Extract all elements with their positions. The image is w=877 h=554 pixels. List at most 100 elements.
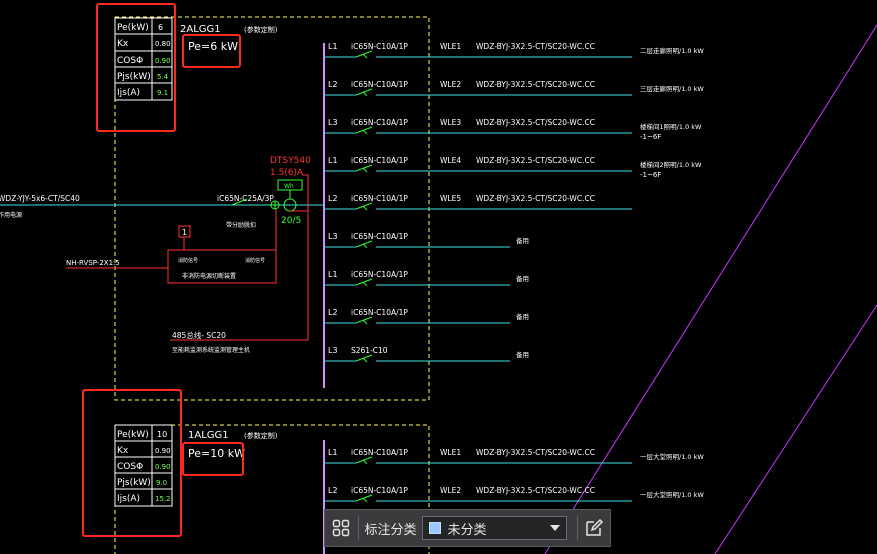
edit-button[interactable] [577,510,610,546]
edit-icon [585,518,603,536]
circuit-breaker-symbol [355,316,373,324]
circuit-load: 一层大堂照明/1.0 kW [640,490,704,499]
circuit-breaker-label: iC65N-C10A/1P [351,486,408,495]
param-value: 9.1 [157,89,168,97]
param-key: Pe(kW) [117,430,149,440]
circuit-breaker-mark [362,319,368,325]
grid-icon [333,519,350,537]
ct-ratio: 20/5 [281,216,301,226]
circuit-row: L3 iC65N-C10A/1P WLE3 WDZ-BYJ-3X2.5-CT/SC20… [324,118,702,141]
circuit-cable: WDZ-BYJ-3X2.5-CT/SC20-WC.CC [476,118,595,127]
circuit-breaker-symbol [355,88,373,96]
circuit-phase: L2 [328,308,338,317]
panel2-name: 1ALGG1 [188,430,229,441]
circuit-load: 二层走廊照明/1.0 kW [640,46,704,55]
circuit-breaker-symbol [355,126,373,134]
circuit-phase: L3 [328,118,338,127]
param-value: 5.4 [157,73,169,81]
circuit-breaker-mark [362,497,368,503]
fire-module-left: 消防信号 [178,257,198,264]
circuit-breaker-mark [362,281,368,287]
param-value: 6 [158,23,163,32]
meter-rating: 1.5(6)A [270,168,304,178]
param-key: Pe(kW) [117,23,149,33]
circuit-phase: L1 [328,156,338,165]
circuit-id: WLE1 [440,42,461,51]
meter-box-label: Wh [284,183,294,190]
circuit-breaker-mark [362,53,368,59]
circuit-load-floors: -1~6F [640,133,661,141]
panel1-note: (参数定制) [244,25,278,34]
circuit-cable: WDZ-BYJ-3X2.5-CT/SC20-WC.CC [476,80,595,89]
circuit-breaker-mark [362,357,368,363]
circuit-phase: L3 [328,346,338,355]
circuit-load: 备用 [516,236,529,245]
param-value: 0.90 [155,447,171,455]
circuit-breaker-label: iC65N-C10A/1P [351,194,408,203]
circuit-breaker-label: iC65N-C10A/1P [351,156,408,165]
panel2-note: (参数定制) [244,431,278,440]
circuit-breaker-mark [362,167,368,173]
nh-cable-label: NH-RVSP-2X1.5 [66,259,120,267]
circuit-breaker-symbol [355,164,373,172]
main-breaker-note: 带分励脱扣 [226,221,256,229]
panel2-pe: Pe=10 kW [188,447,245,460]
circuit-load-floors: -1~6F [640,171,661,179]
annotation-toolbar: 标注分类 未分类 [324,509,611,547]
param-value: 0.90 [155,57,171,65]
circuit-breaker-mark [362,205,368,211]
circuit-load: 备用 [516,350,529,359]
param-value: 0.80 [155,40,171,48]
circuit-load: 备用 [516,274,529,283]
panel1-param-table: Pe(kW) 6 Kx 0.80 COSΦ 0.90 Pjs(kW) 5.4 I… [114,17,173,101]
circuit-cable: WDZ-BYJ-3X2.5-CT/SC20-WC.CC [476,194,595,203]
circuit-phase: L1 [328,270,338,279]
main-breaker-symbol [231,198,248,206]
panel1-name: 2ALGG1 [180,24,221,35]
param-key: Kx [117,446,129,456]
circuit-breaker-label: iC65N-C10A/1P [351,232,408,241]
circuit-row: L1 iC65N-C10A/1P WLE4 WDZ-BYJ-3X2.5-CT/SC20… [324,156,702,179]
rs485-caption: 至能耗监测系统监测管理主机 [172,346,250,354]
param-key: Ijs(A) [117,494,140,504]
circuit-id: WLE3 [440,118,461,127]
diagonal-line [714,304,877,554]
circuit-breaker-mark [362,91,368,97]
feed-note: 作用电源 [0,211,22,219]
param-value: 10 [157,430,167,439]
circuit-phase: L2 [328,486,338,495]
circuit-cable: WDZ-BYJ-3X2.5-CT/SC20-WC.CC [476,156,595,165]
control-wire [290,174,309,212]
diagonal-line [544,24,877,554]
param-key: COSΦ [117,462,143,472]
highlight-box [96,3,176,132]
circuit-breaker-label: iC65N-C10A/1P [351,80,408,89]
circuit-load: 楼梯间1照明/1.0 kW [640,122,702,131]
category-select[interactable]: 未分类 [422,516,567,540]
panel2-param-table: Pe(kW) 10 Kx 0.90 COSΦ 0.90 Pjs(kW) 9.0 … [114,424,173,507]
circuit-load: 备用 [516,312,529,321]
param-value: 0.90 [155,463,171,471]
circuit-breaker-symbol [355,278,373,286]
circuit-id: WLE5 [440,194,461,203]
param-key: Pjs(kW) [117,72,151,82]
circuit-breaker-label: iC65N-C10A/1P [351,118,408,127]
circuit-load: 三层走廊照明/1.0 kW [640,84,704,93]
grid-button[interactable] [325,510,358,546]
circuit-breaker-symbol [355,456,373,464]
fire-module-caption: 非消防电源切断装置 [182,272,236,280]
circuit-id: WLE4 [440,156,461,165]
circuit-breaker-label: iC65N-C10A/1P [351,448,408,457]
circuit-breaker-symbol [355,354,373,362]
